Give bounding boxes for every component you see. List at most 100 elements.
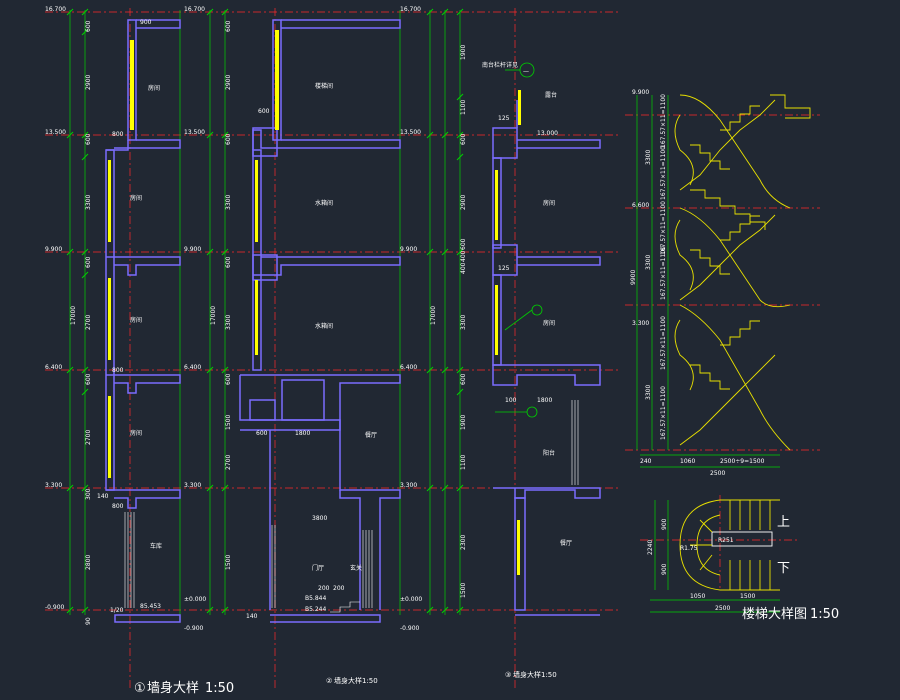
s2-dim-9: 2700: [225, 455, 232, 470]
s3-dim-12: 2300: [460, 535, 467, 550]
stair-step-1: 167.57×11=1100: [660, 94, 667, 148]
s1-level-r-4: 6.400: [184, 364, 201, 371]
plan-h-total: 2500: [715, 605, 730, 612]
stair-step-3: 167.57×11=1100: [660, 201, 667, 255]
s1-caption-scale: 1:50: [205, 681, 234, 696]
section-3-balcony-door: [571, 400, 579, 485]
s1-dim-10: 2800: [85, 555, 92, 570]
s2-level-r-6: ±0.000: [400, 596, 422, 603]
dimension-ticks: [66, 8, 464, 614]
s2-dim-7: 600: [225, 373, 232, 385]
s1-room-5: 车库: [150, 542, 162, 550]
s2-dim-5: 600: [225, 256, 232, 268]
s1-level-1: 16.700: [45, 6, 66, 13]
s2-room-3: 水箱间: [315, 322, 333, 330]
stair-section-text: 9.900 6.600 3.300 3300 3300 3300 9900 16…: [630, 89, 765, 477]
s2-caption-num: ②: [326, 677, 332, 685]
s1-level-r-2: 13.500: [184, 129, 205, 136]
stair-level-3: 3.300: [632, 320, 649, 327]
s2-room-5: 门厅: [312, 564, 324, 572]
s1-room-3: 房间: [130, 316, 142, 324]
s2-small-1: 600: [258, 108, 270, 115]
s2-level-r-5: 3.300: [400, 482, 417, 489]
s1-level-r-5: 3.300: [184, 482, 201, 489]
s2-level-r-1: 16.700: [400, 6, 421, 13]
s2-dim-8: 1500: [225, 415, 232, 430]
s3-note: 南台栏杆详见: [482, 61, 518, 69]
stair-step-2: 167.57×11=1100: [660, 146, 667, 200]
s3-dim-1: 1900: [460, 45, 467, 60]
stair-step-4: 167.57×11=1100: [660, 246, 667, 300]
s2-dim-10: 1500: [225, 555, 232, 570]
s3-dim-10: 1900: [460, 415, 467, 430]
s2-dim-6: 3300: [225, 315, 232, 330]
section-2-door: [271, 525, 373, 613]
s1-room-1: 房间: [148, 84, 160, 92]
section-2-text: 600 2900 600 3300 600 3300 600 1500 2700…: [210, 6, 422, 685]
s3-room-4: 阳台: [543, 449, 555, 457]
s3-caption-num: ③: [505, 671, 511, 679]
s3-dim-9: 600: [460, 373, 467, 385]
section-1-walls: [105, 19, 181, 623]
s3-dim-13: 1500: [460, 583, 467, 598]
s2-small-2: 600: [256, 430, 268, 437]
s1-dim-2: 2900: [85, 75, 92, 90]
s1-small-3: 800: [112, 503, 124, 510]
s3-room-1: 露台: [545, 91, 557, 99]
s2-dim-1: 600: [225, 20, 232, 32]
s2-small-5: 200: [318, 585, 330, 592]
stair-dim-2: 3300: [645, 255, 652, 270]
s2-caption: 墙身大样: [334, 676, 362, 685]
stair-dim-1: 3300: [645, 150, 652, 165]
section-2-walls: [239, 19, 401, 623]
s2-level-r-7: -0.900: [400, 625, 420, 632]
section-1-text: 16.700 13.500 9.900 6.400 3.300 -0.900 6…: [45, 6, 234, 696]
section-3-glazing: [495, 90, 521, 575]
s2-level-r-2: 13.500: [400, 129, 421, 136]
s1-dim-5: 600: [85, 256, 92, 268]
section-3-callout: [495, 62, 543, 418]
s1-level-r-3: 9.900: [184, 246, 201, 253]
s1-small-1: 800: [112, 131, 124, 138]
s3-dim-2: 1100: [460, 100, 467, 115]
plan-caption: 楼梯大样图: [742, 607, 807, 622]
s2-dim-2: 2900: [225, 75, 232, 90]
s1-dim-7: 600: [85, 373, 92, 385]
s1-dim-8: 2700: [85, 430, 92, 445]
stair-step-6: 167.57×11=1100: [660, 386, 667, 440]
s2-small-6: 200: [333, 585, 345, 592]
s1-level-4: 6.400: [45, 364, 62, 371]
s1-dim-11: 90: [85, 617, 92, 625]
s2-room-1: 楼梯间: [315, 82, 333, 90]
stair-level-2: 6.600: [632, 202, 649, 209]
s1-level-2: 13.500: [45, 129, 66, 136]
s3-callout: —: [523, 68, 529, 75]
s3-caption-scale: 1:50: [541, 671, 557, 679]
s3-small-5: 100: [505, 397, 517, 404]
s2-room-2: 水箱间: [315, 199, 333, 207]
s1-level-6: -0.900: [45, 604, 65, 611]
s2-small-7: B5.844: [305, 595, 326, 602]
s1-level-r-1: 16.700: [184, 6, 205, 13]
s1-small-7: 900: [140, 19, 152, 26]
stair-h-2: 1060: [680, 458, 695, 465]
s1-level-r-6: ±0.000: [184, 596, 206, 603]
s3-dim-4: 2900: [460, 195, 467, 210]
dimension-lines: [69, 10, 780, 615]
section-3-text: 南台栏杆详见 — 露台 房间 房间 阳台 餐厅 1900 1100 600 29…: [430, 45, 572, 679]
s3-small-4: 1800: [537, 397, 552, 404]
s2-small-4: 3800: [312, 515, 327, 522]
plan-radius: R251: [718, 537, 734, 544]
plan-dim-1: 900: [661, 518, 668, 530]
s3-dim-11: 1100: [460, 455, 467, 470]
plan-dim-2: 900: [661, 563, 668, 575]
s1-dim-3: 600: [85, 133, 92, 145]
stair-dim-3: 3300: [645, 385, 652, 400]
s2-caption-scale: 1:50: [362, 677, 378, 685]
s1-small-4: 1/20: [110, 607, 124, 614]
plan-caption-scale: 1:50: [810, 607, 839, 622]
s3-total: 17000: [430, 306, 437, 325]
plan-up-label: 上: [777, 515, 790, 530]
s3-small-1: 13.000: [537, 130, 558, 137]
